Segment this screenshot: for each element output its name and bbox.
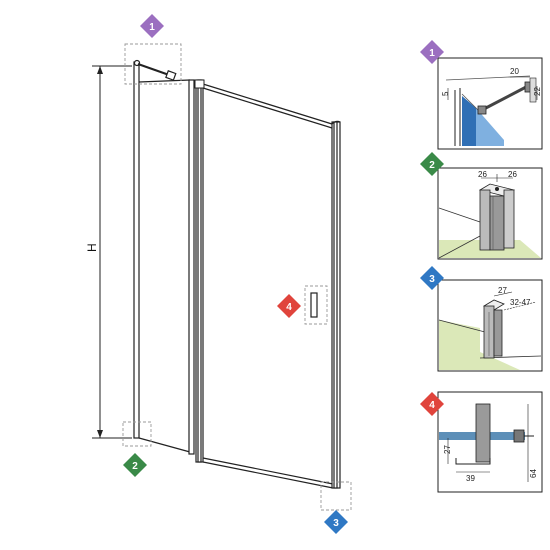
door-panel [195, 79, 341, 489]
detail-2-dim-b: 26 [508, 170, 517, 179]
badge-detail-4: 4 [420, 392, 444, 416]
detail-4: 27 39 64 [437, 391, 543, 493]
hinge-mark [194, 79, 205, 89]
height-label: H [85, 243, 99, 252]
badge-main-2: 2 [123, 453, 147, 477]
detail-1-dim-a: 20 [510, 67, 519, 76]
callout-box-1 [124, 43, 182, 85]
detail-3: 27 32-47 [437, 279, 543, 372]
badge-main-1: 1 [140, 14, 164, 38]
badge-detail-1-label: 1 [429, 48, 435, 59]
detail-3-dim-a: 27 [498, 286, 507, 295]
fixed-panel [133, 61, 195, 455]
detail-4-dim-b: 39 [466, 474, 475, 483]
badge-main-3: 3 [324, 510, 348, 534]
badge-main-1-label: 1 [149, 22, 155, 33]
badge-main-4: 4 [277, 294, 301, 318]
detail-1: 20 5 22 [437, 57, 543, 150]
main-drawing: H [85, 43, 352, 511]
badge-detail-2: 2 [420, 152, 444, 176]
detail-4-dim-a: 27 [443, 445, 452, 454]
detail-1-dim-b: 5 [441, 91, 450, 96]
detail-1-dim-c: 22 [533, 87, 542, 96]
badge-detail-1: 1 [420, 40, 444, 64]
callout-box-4 [304, 285, 328, 325]
callout-box-2 [122, 421, 152, 447]
detail-3-dim-b: 32-47 [510, 298, 531, 307]
callout-boxes [122, 43, 352, 511]
badge-main-4-label: 4 [286, 302, 292, 313]
badge-detail-4-label: 4 [429, 400, 435, 411]
detail-2: 26 26 [437, 167, 543, 260]
detail-2-dim-a: 26 [478, 170, 487, 179]
badge-detail-3: 3 [420, 266, 444, 290]
stabilizer-bar [133, 59, 177, 81]
badge-detail-3-label: 3 [429, 274, 435, 285]
detail-4-dim-c: 64 [529, 469, 538, 478]
badge-main-2-label: 2 [132, 461, 138, 472]
badge-detail-2-label: 2 [429, 160, 435, 171]
door-handle [310, 292, 318, 318]
badge-main-3-label: 3 [333, 518, 339, 529]
